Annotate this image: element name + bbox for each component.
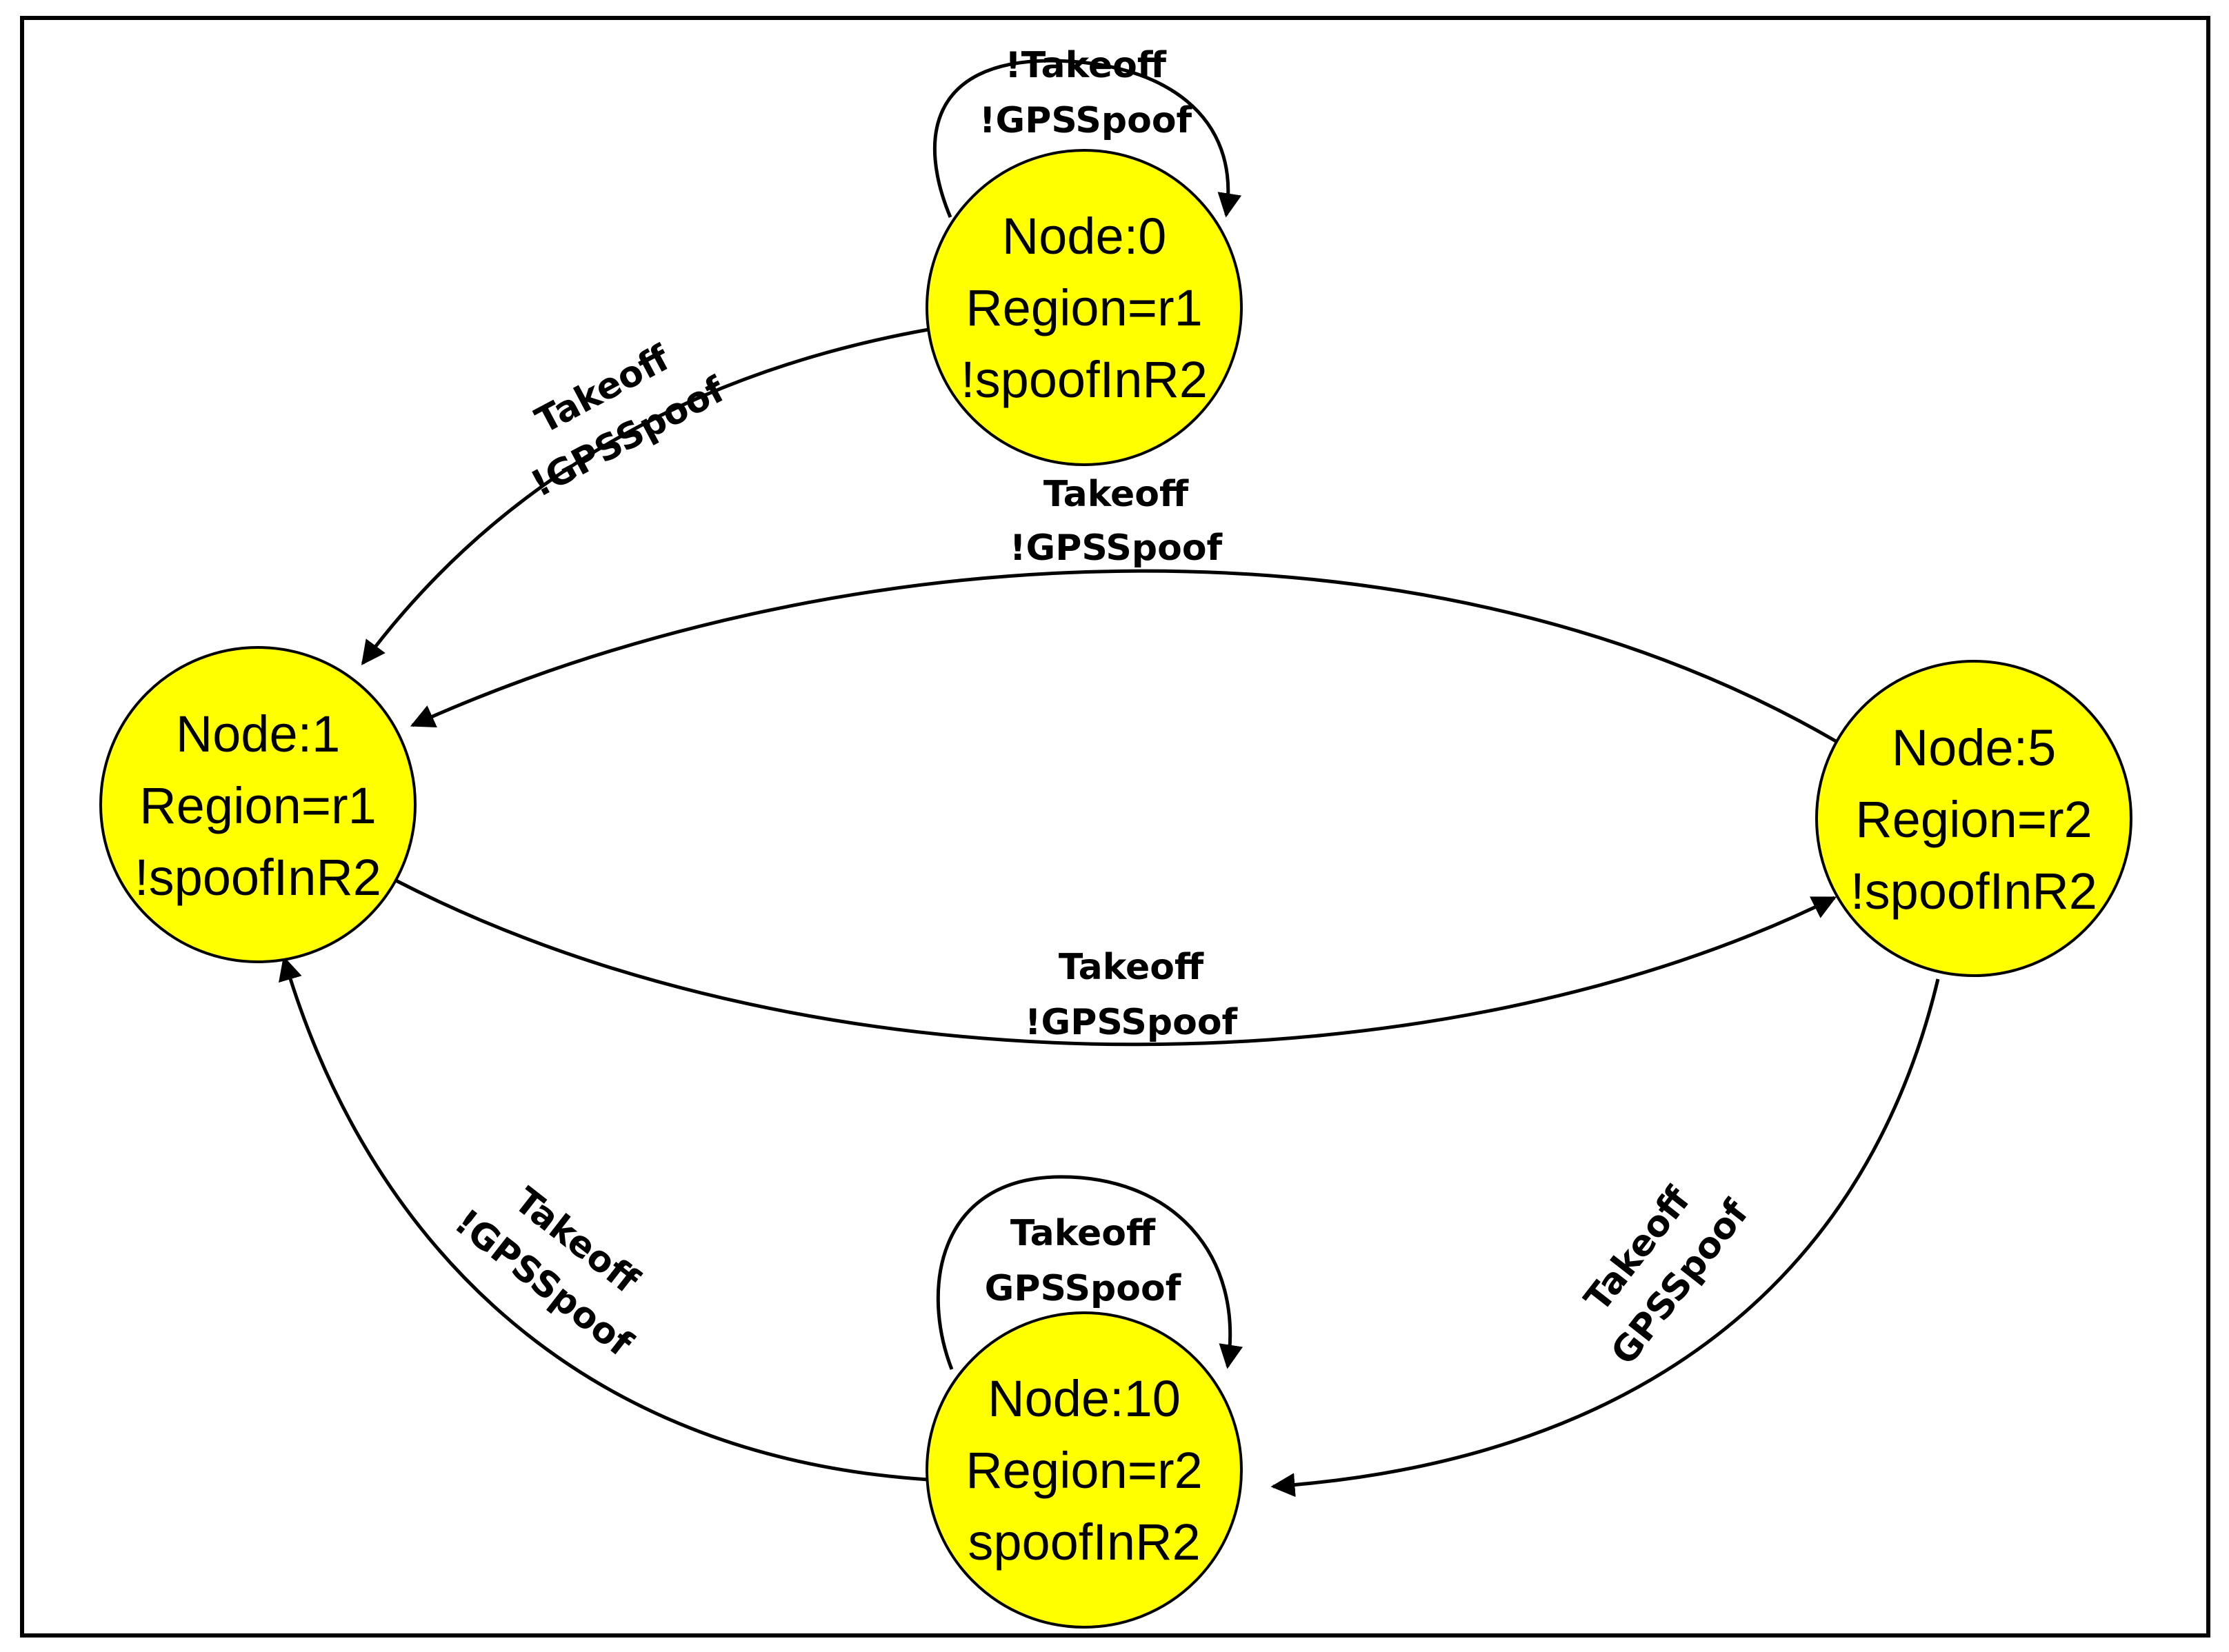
node-5-title: Node:5 [1892,719,2057,776]
label-node5-to-node1: Takeoff !GPSSpoof [1010,474,1223,569]
node-0-title: Node:0 [1002,208,1167,265]
node-0-region: Region=r1 [966,279,1203,336]
node-5-spoof: !spoofInR2 [1850,863,2097,920]
label-line: Takeoff [1059,947,1204,988]
node-10-spoof: spoofInR2 [968,1513,1200,1571]
node-5-circle [1815,660,2132,977]
label-line: !GPSSpoof [1025,1002,1239,1043]
node-5-region: Region=r2 [1855,791,2092,848]
label-node1-to-node5: Takeoff !GPSSpoof [1025,947,1239,1043]
edge-node10-to-node1 [279,956,929,1482]
node-1-region: Region=r1 [139,777,377,834]
edge-node1-to-node5 [393,878,1837,1047]
edge-node5-to-node1 [410,569,1837,743]
label-line: !GPSSpoof [1010,527,1223,569]
label-node0-to-node1: Takeoff !GPSSpoof [524,337,732,505]
edge-node0-to-node1 [361,328,929,665]
edge-node10-self-loop [936,1175,1243,1370]
node-1: Node:1 Region=r1 !spoofInR2 [99,646,417,963]
label-line: GPSSpoof [985,1268,1182,1309]
node-0: Node:0 Region=r1 !spoofInR2 [926,149,1243,466]
label-line: Takeoff [1043,474,1189,515]
node-10-title: Node:10 [988,1370,1181,1427]
label-node5-to-node10: Takeoff GPSSpoof [1577,1179,1757,1373]
node-1-spoof: !spoofInR2 [134,849,381,906]
edge-node0-self-loop [932,59,1242,218]
node-1-circle [99,646,417,963]
label-node0-self-loop: !Takeoff !GPSSpoof [979,45,1193,141]
node-0-circle [926,149,1243,466]
label-node10-to-node1: Takeoff !GPSSpoof [447,1180,647,1365]
diagram-frame [20,16,2210,1638]
node-1-title: Node:1 [176,705,341,763]
label-line: !Takeoff [1005,45,1167,86]
node-10: Node:10 Region=r2 spoofInR2 [926,1311,1243,1629]
node-0-spoof: !spoofInR2 [961,351,1208,408]
node-10-region: Region=r2 [966,1442,1203,1499]
label-node10-self-loop: Takeoff GPSSpoof [985,1213,1182,1309]
label-line: Takeoff [1010,1213,1156,1254]
label-line: !GPSSpoof [979,100,1193,141]
node-5: Node:5 Region=r2 !spoofInR2 [1815,660,2132,977]
node-10-circle [926,1311,1243,1629]
edge-node5-to-node10 [1270,978,1940,1498]
